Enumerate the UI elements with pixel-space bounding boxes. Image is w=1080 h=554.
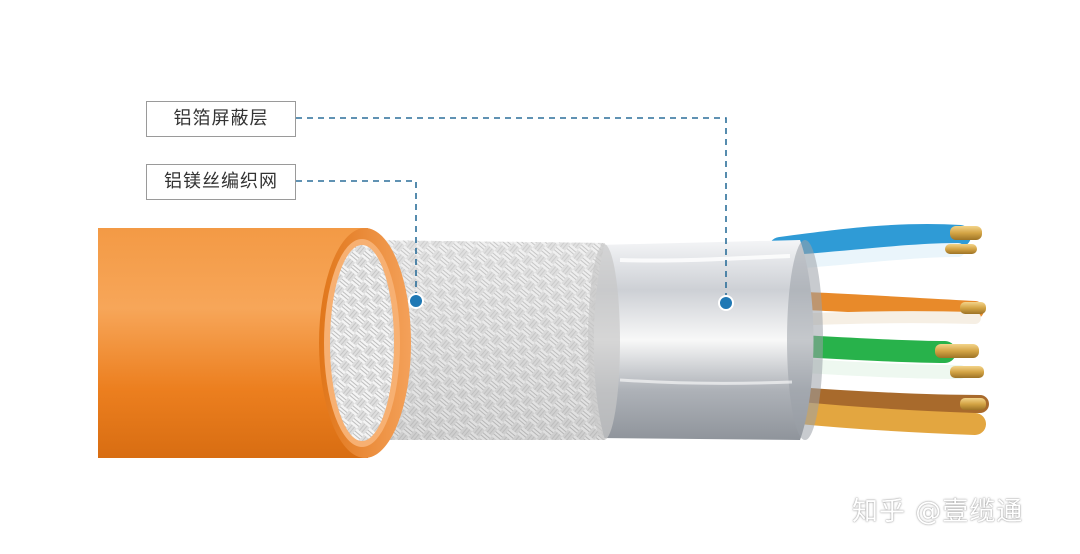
copper-conductor [960, 398, 986, 410]
copper-conductor [960, 302, 986, 314]
aluminum-foil-shield [588, 240, 823, 440]
copper-conductor [950, 366, 984, 378]
orange-outer-jacket [98, 228, 411, 458]
leader-lines [296, 117, 734, 311]
watermark: 知乎 @壹缆通 [852, 497, 1024, 527]
braid-shield-label: 铝镁丝编织网 [146, 164, 296, 200]
brown-white-wire [779, 401, 986, 435]
braid-marker-dot [408, 293, 424, 309]
braid-leader-line [296, 180, 417, 300]
foil-leader-line [296, 117, 727, 302]
foil-marker-dot [718, 295, 734, 311]
aluminum-magnesium-braid [360, 240, 620, 440]
copper-conductor [950, 226, 982, 240]
copper-conductor [935, 344, 979, 358]
foil-shield-label: 铝箔屏蔽层 [146, 101, 296, 137]
copper-conductor [945, 244, 977, 254]
